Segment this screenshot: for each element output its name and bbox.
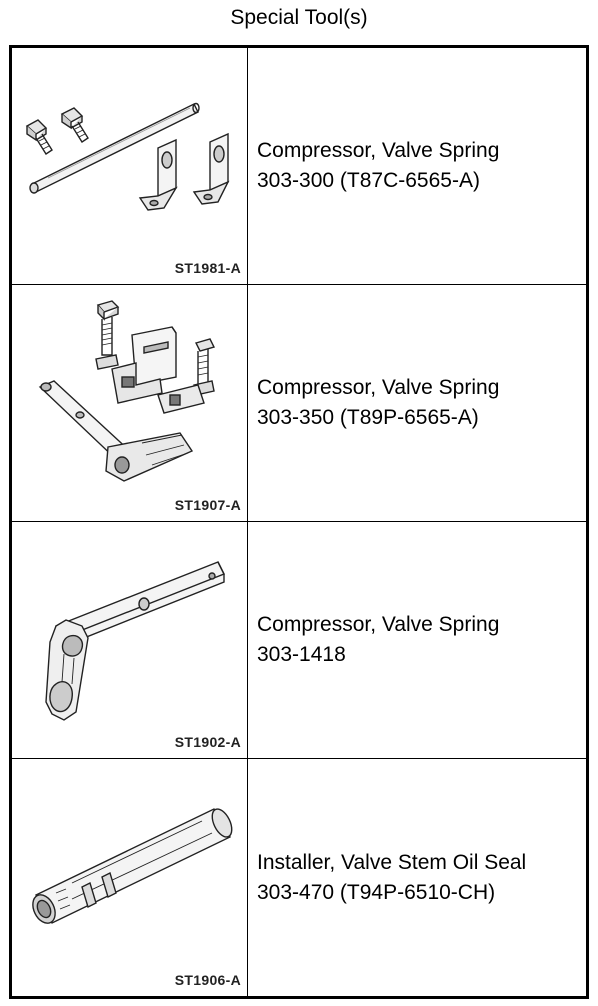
tool-illustration-cell: ST1906-A xyxy=(12,759,248,996)
table-row: ST1906-A Installer, Valve Stem Oil Seal … xyxy=(12,759,586,996)
compressor-arm-icon xyxy=(45,561,225,721)
rod-icon xyxy=(29,102,200,194)
tool-description-cell: Compressor, Valve Spring 303-350 (T89P-6… xyxy=(248,285,586,521)
bracket-icon xyxy=(138,138,178,211)
tool-description-cell: Compressor, Valve Spring 303-300 (T87C-6… xyxy=(248,48,586,284)
figure-code: ST1981-A xyxy=(174,260,241,276)
tool-description-cell: Installer, Valve Stem Oil Seal 303-470 (… xyxy=(248,759,586,996)
valve-stem-oil-seal-installer-illustration xyxy=(32,808,233,924)
tool-illustration-cell: ST1907-A xyxy=(12,285,248,521)
tool-part-number: 303-300 (T87C-6565-A) xyxy=(257,169,480,192)
tool-name: Installer, Valve Stem Oil Seal xyxy=(257,850,527,874)
figure-code: ST1902-A xyxy=(174,734,241,750)
special-tools-table: ST1981-A Compressor, Valve Spring 303-30… xyxy=(9,45,589,999)
tool-name: Compressor, Valve Spring xyxy=(257,139,500,162)
tool-part-number: 303-470 (T94P-6510-CH) xyxy=(257,880,496,904)
valve-spring-compressor-arm-illustration xyxy=(45,561,225,721)
page-title: Special Tool(s) xyxy=(230,6,368,29)
bolt-icon xyxy=(60,107,89,143)
table-row: ST1981-A Compressor, Valve Spring 303-30… xyxy=(12,48,586,285)
tool-description-cell: Compressor, Valve Spring 303-1418 xyxy=(248,522,586,758)
installer-tube-icon xyxy=(32,808,233,924)
valve-spring-compressor-bar-illustration xyxy=(25,102,230,211)
tool-illustration-cell: ST1981-A xyxy=(12,48,248,284)
bracket-plate-icon xyxy=(111,326,177,404)
tool-part-number: 303-350 (T89P-6565-A) xyxy=(257,406,479,429)
figure-code: ST1907-A xyxy=(174,497,241,513)
tool-name: Compressor, Valve Spring xyxy=(257,613,500,636)
tool-illustration-cell: ST1902-A xyxy=(12,522,248,758)
tool-name: Compressor, Valve Spring xyxy=(257,376,500,399)
bolt-icon xyxy=(25,119,53,155)
figure-code: ST1906-A xyxy=(174,972,241,988)
valve-spring-compressor-lever-illustration xyxy=(38,300,216,482)
table-row: ST1907-A Compressor, Valve Spring 303-35… xyxy=(12,285,586,522)
bolt-icon xyxy=(95,300,120,370)
tool-part-number: 303-1418 xyxy=(257,643,346,666)
slider-block-icon xyxy=(157,384,205,414)
bracket-icon xyxy=(192,132,230,205)
lever-arm-icon xyxy=(38,380,194,482)
table-row: ST1902-A Compressor, Valve Spring 303-14… xyxy=(12,522,586,759)
